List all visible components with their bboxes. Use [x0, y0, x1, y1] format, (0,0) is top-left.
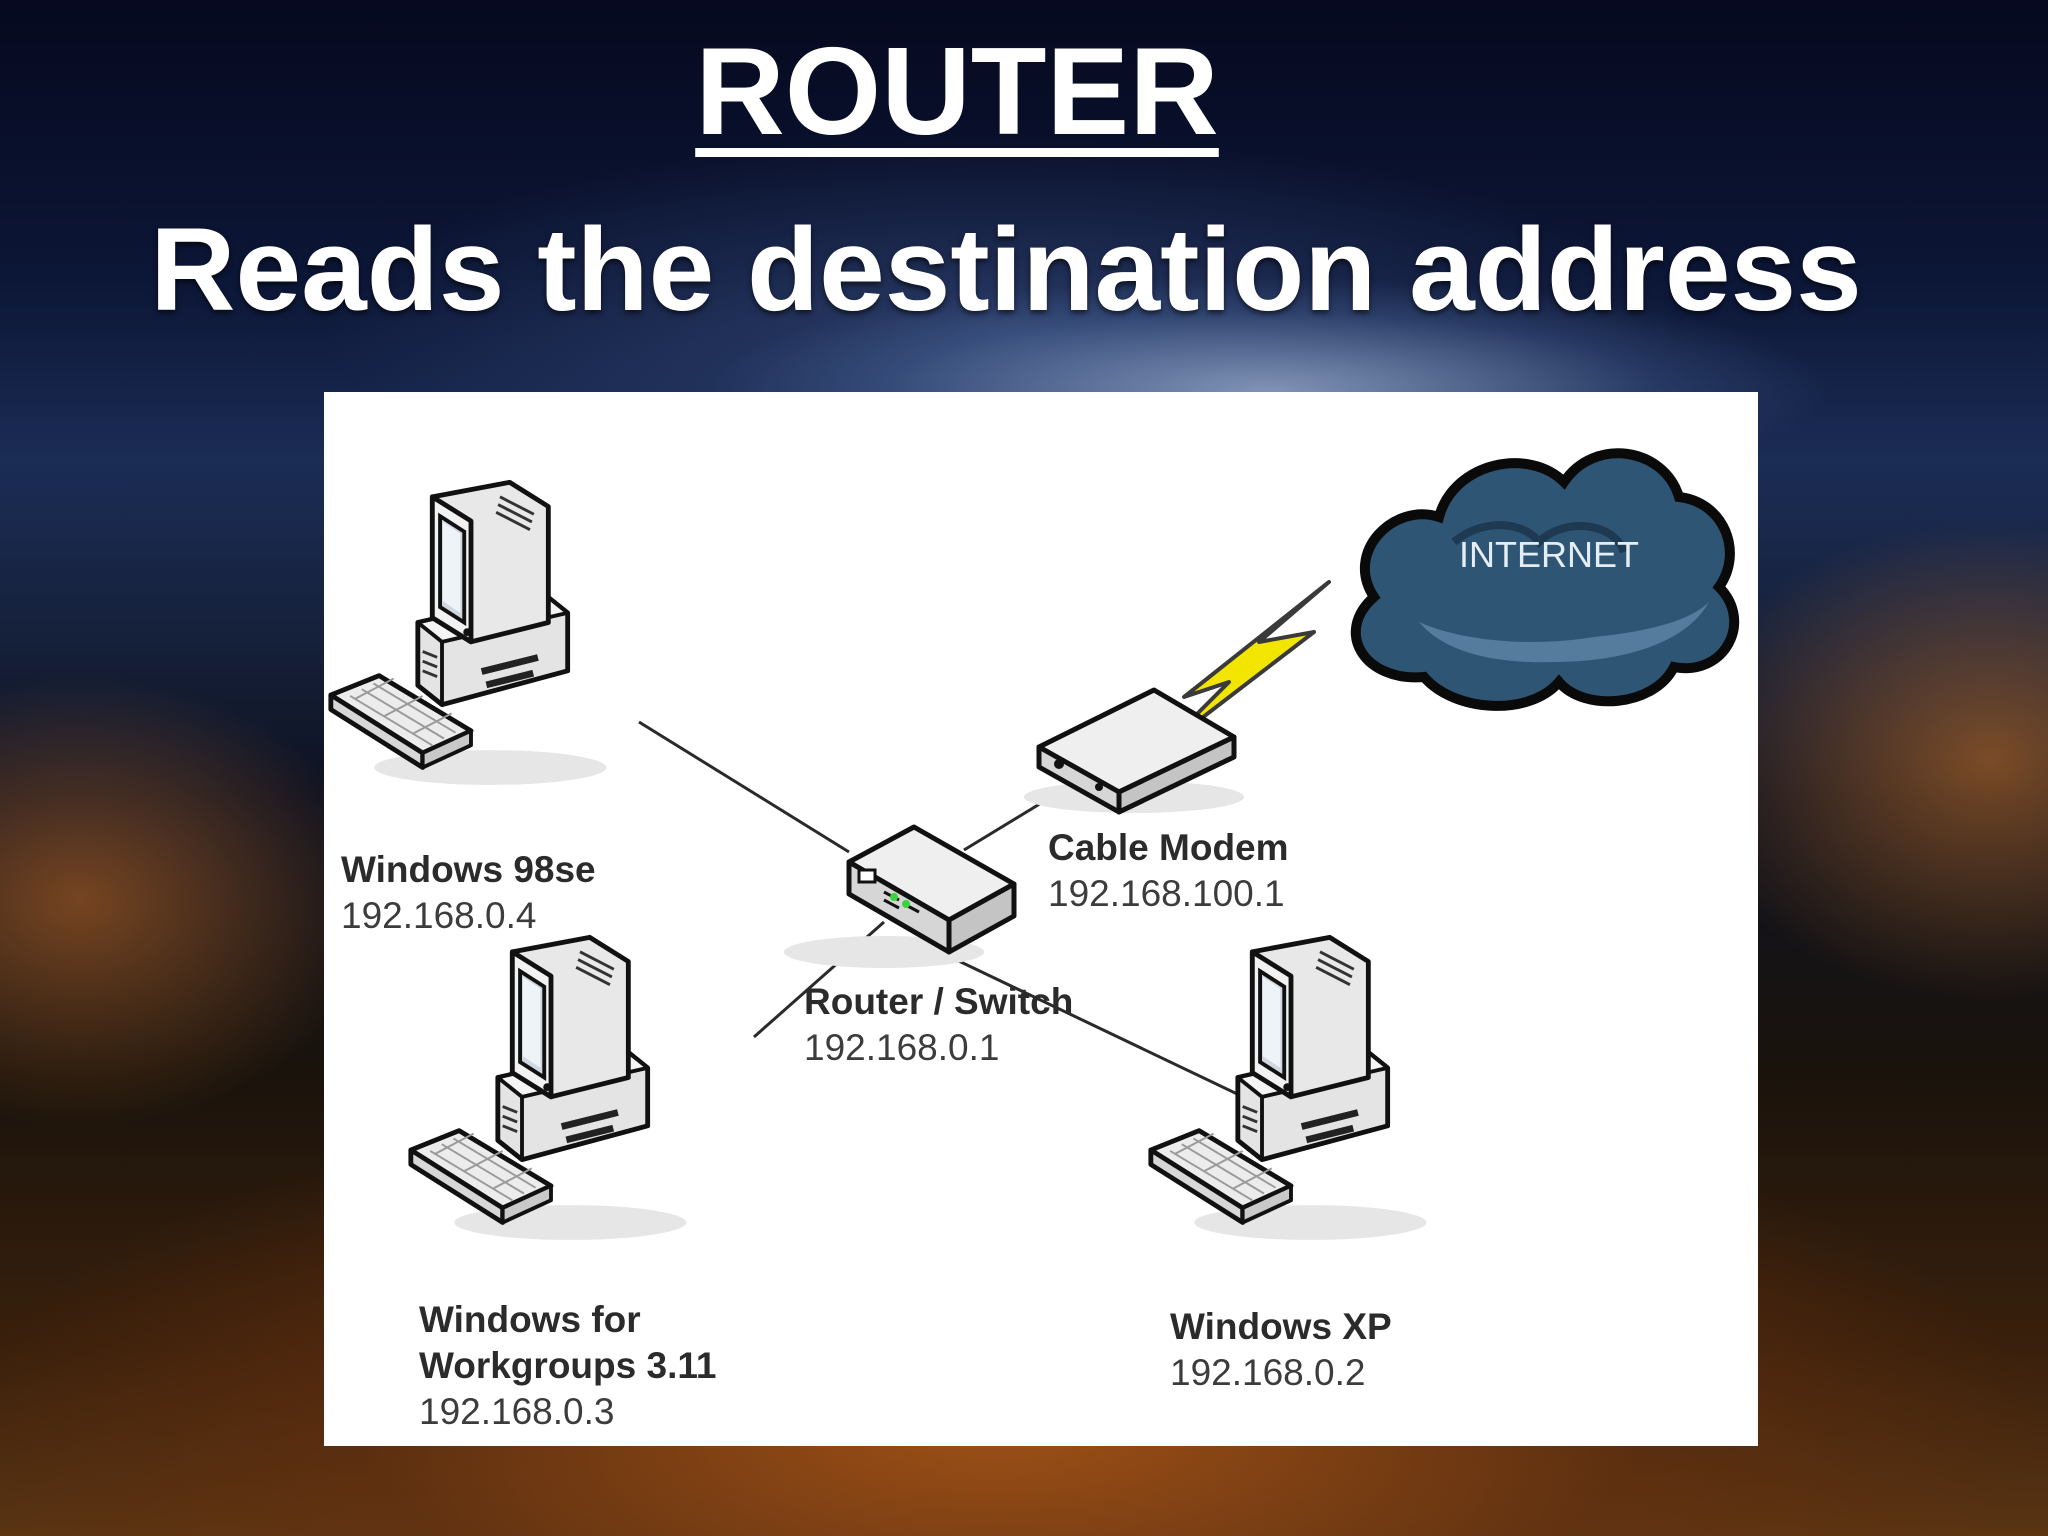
windows-for-workgroups-name-line2: Workgroups 3.11: [419, 1345, 717, 1386]
windows-98se-ip: 192.168.0.4: [341, 895, 537, 936]
windows-xp-computer-icon: [1151, 937, 1427, 1240]
windows-for-workgroups-computer-icon: [411, 937, 687, 1240]
windows-98se-name: Windows 98se: [341, 849, 596, 890]
router-switch-label: Router / Switch 192.168.0.1: [804, 979, 1073, 1071]
windows-98se-label: Windows 98se 192.168.0.4: [341, 847, 596, 939]
cable-modem-name: Cable Modem: [1048, 827, 1289, 868]
router-switch-name: Router / Switch: [804, 981, 1074, 1022]
windows-xp-ip: 192.168.0.2: [1170, 1352, 1366, 1393]
windows-for-workgroups-ip: 192.168.0.3: [419, 1391, 615, 1432]
router-switch-icon: [784, 824, 1017, 968]
cable-modem-ip: 192.168.100.1: [1048, 873, 1285, 914]
cable-modem-icon: [1024, 687, 1244, 815]
windows-xp-name: Windows XP: [1170, 1306, 1392, 1347]
windows-for-workgroups-name-line1: Windows for: [419, 1299, 641, 1340]
lightning-bolt-icon: [1162, 580, 1331, 749]
slide-subtitle: Reads the destination address: [150, 204, 1862, 336]
windows-98se-computer-icon: [331, 482, 607, 785]
windows-xp-label: Windows XP 192.168.0.2: [1170, 1304, 1392, 1396]
slide-title: ROUTER: [695, 23, 1219, 161]
network-diagram: INTERNET: [324, 392, 1758, 1446]
internet-label: INTERNET: [1459, 534, 1639, 575]
cable-modem-label: Cable Modem 192.168.100.1: [1048, 825, 1289, 917]
router-switch-ip: 192.168.0.1: [804, 1027, 1000, 1068]
windows-for-workgroups-label: Windows for Workgroups 3.11 192.168.0.3: [419, 1297, 716, 1435]
internet-cloud-icon: INTERNET: [1350, 448, 1740, 711]
